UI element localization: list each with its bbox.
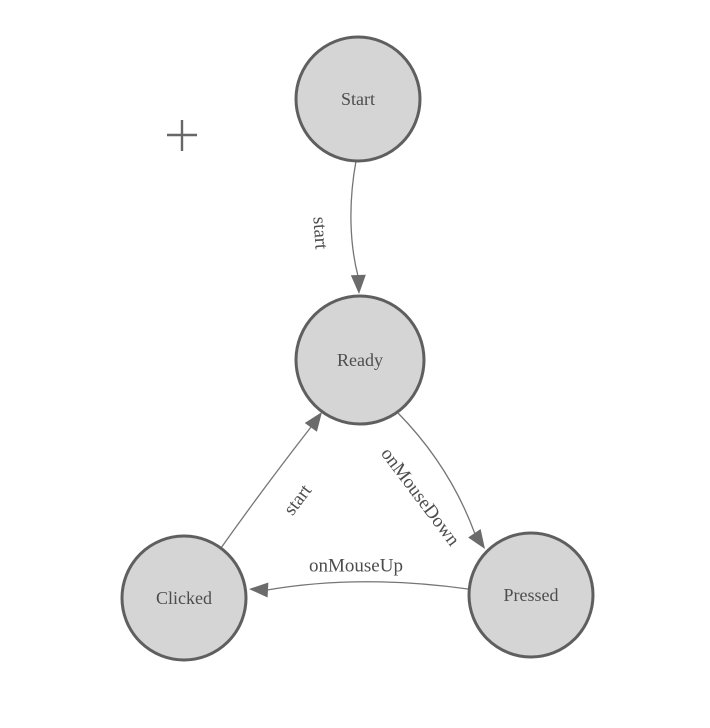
transition-start-to-ready[interactable]: start xyxy=(308,160,366,294)
transition-label-start-2: start xyxy=(280,480,317,519)
transition-label-onmouseup: onMouseUp xyxy=(309,556,403,577)
origin-crosshair-icon xyxy=(167,120,197,151)
state-label-clicked: Clicked xyxy=(156,588,212,608)
transition-label-start-1: start xyxy=(308,216,331,251)
arrowhead-icon xyxy=(304,412,322,432)
arrowhead-icon xyxy=(350,274,366,294)
state-node-clicked[interactable]: Clicked xyxy=(120,534,248,662)
arrowhead-icon xyxy=(249,582,269,598)
state-label-start: Start xyxy=(341,89,375,109)
state-label-ready: Ready xyxy=(337,350,383,370)
state-node-pressed[interactable]: Pressed xyxy=(467,531,595,659)
state-label-pressed: Pressed xyxy=(504,585,559,605)
transition-ready-to-pressed[interactable]: onMouseDown xyxy=(376,412,491,553)
transition-clicked-to-ready[interactable]: start xyxy=(220,408,328,549)
arrowhead-icon xyxy=(468,529,485,549)
transition-label-onmousedown: onMouseDown xyxy=(376,444,464,551)
transition-pressed-to-clicked[interactable]: onMouseUp xyxy=(249,556,469,598)
state-node-start[interactable]: Start xyxy=(294,35,422,163)
state-node-ready[interactable]: Ready xyxy=(294,294,426,426)
